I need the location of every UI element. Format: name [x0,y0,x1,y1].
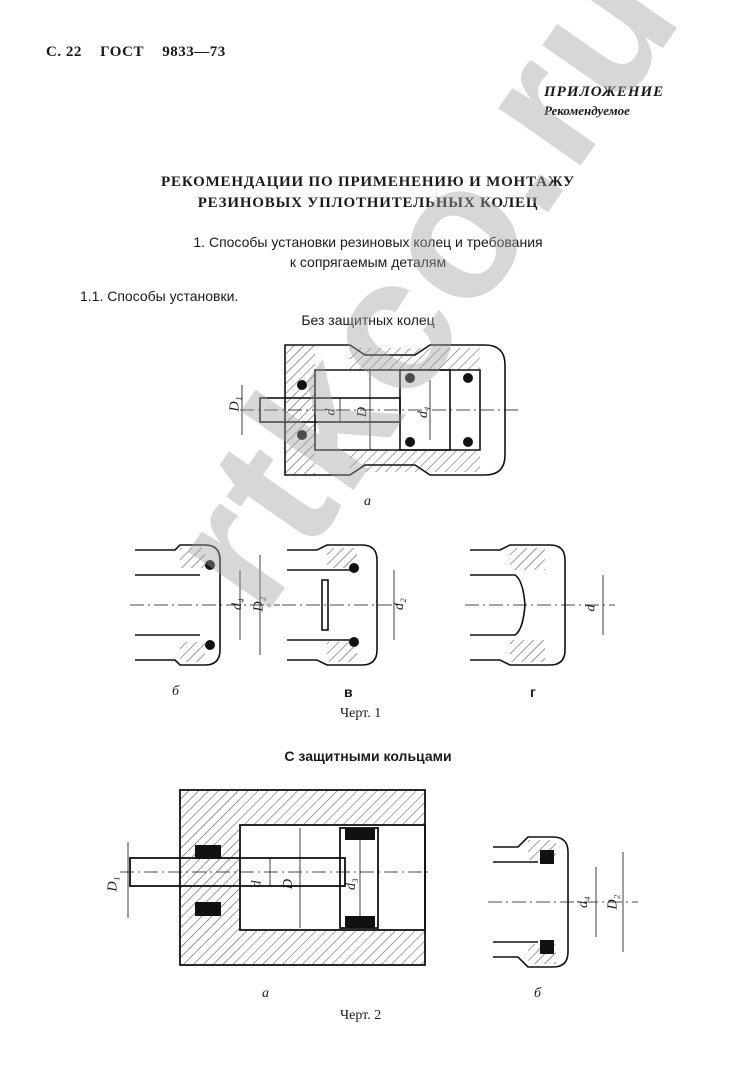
standard-label: ГОСТ [100,44,144,60]
dim-label: D₁ [105,876,121,892]
group1-caption: Без защитных колец [301,312,435,328]
fig1-view-v-drawing [282,544,402,666]
subsection-heading: 1.1. Способы установки. [80,288,239,304]
section-line-2: к сопрягаемым деталям [289,254,447,270]
view-label: б [534,986,542,1001]
dim-label: d₂ [391,598,407,610]
group2-caption: С защитными кольцами [284,748,452,764]
dim-label: D [281,878,297,890]
fig1-view-a-drawing [240,344,520,476]
title-line-1: РЕКОМЕНДАЦИИ ПО ПРИМЕНЕНИЮ И МОНТАЖУ [161,174,575,190]
fig1-caption: Черт. 1 [340,706,382,721]
page-header: С. 22 ГОСТ 9833—73 [46,44,240,61]
appendix-block: ПРИЛОЖЕНИЕ Рекомендуемое [544,84,684,119]
dim-label: d [583,604,599,612]
dim-label: d₄ [575,896,591,908]
title-line-2: РЕЗИНОВЫХ УПЛОТНИТЕЛЬНЫХ КОЛЕЦ [197,195,539,211]
appendix-label: ПРИЛОЖЕНИЕ [544,84,665,100]
view-label: а [262,986,269,1001]
view-label: а [364,494,371,509]
section-line-1: 1. Способы установки резиновых колец и т… [193,234,543,250]
page-number: С. 22 [46,44,82,60]
dim-label: d [249,880,265,888]
standard-number: 9833—73 [162,44,226,60]
view-label: г [530,684,536,700]
appendix-status: Рекомендуемое [544,103,630,118]
document-title: РЕКОМЕНДАЦИИ ПО ПРИМЕНЕНИЮ И МОНТАЖУ РЕЗ… [0,172,736,214]
fig2-view-a-drawing [120,789,430,966]
dim-label: d₃ [343,878,359,890]
view-label: б [172,684,180,699]
fig1-view-g-drawing [465,544,615,666]
section-heading: 1. Способы установки резиновых колец и т… [0,232,736,272]
view-label: в [344,684,353,700]
dim-label: D₂ [605,894,621,910]
fig2-view-b-drawing [488,836,638,968]
fig2-caption: Черт. 2 [340,1008,382,1023]
fig1-view-b-drawing [130,544,280,666]
